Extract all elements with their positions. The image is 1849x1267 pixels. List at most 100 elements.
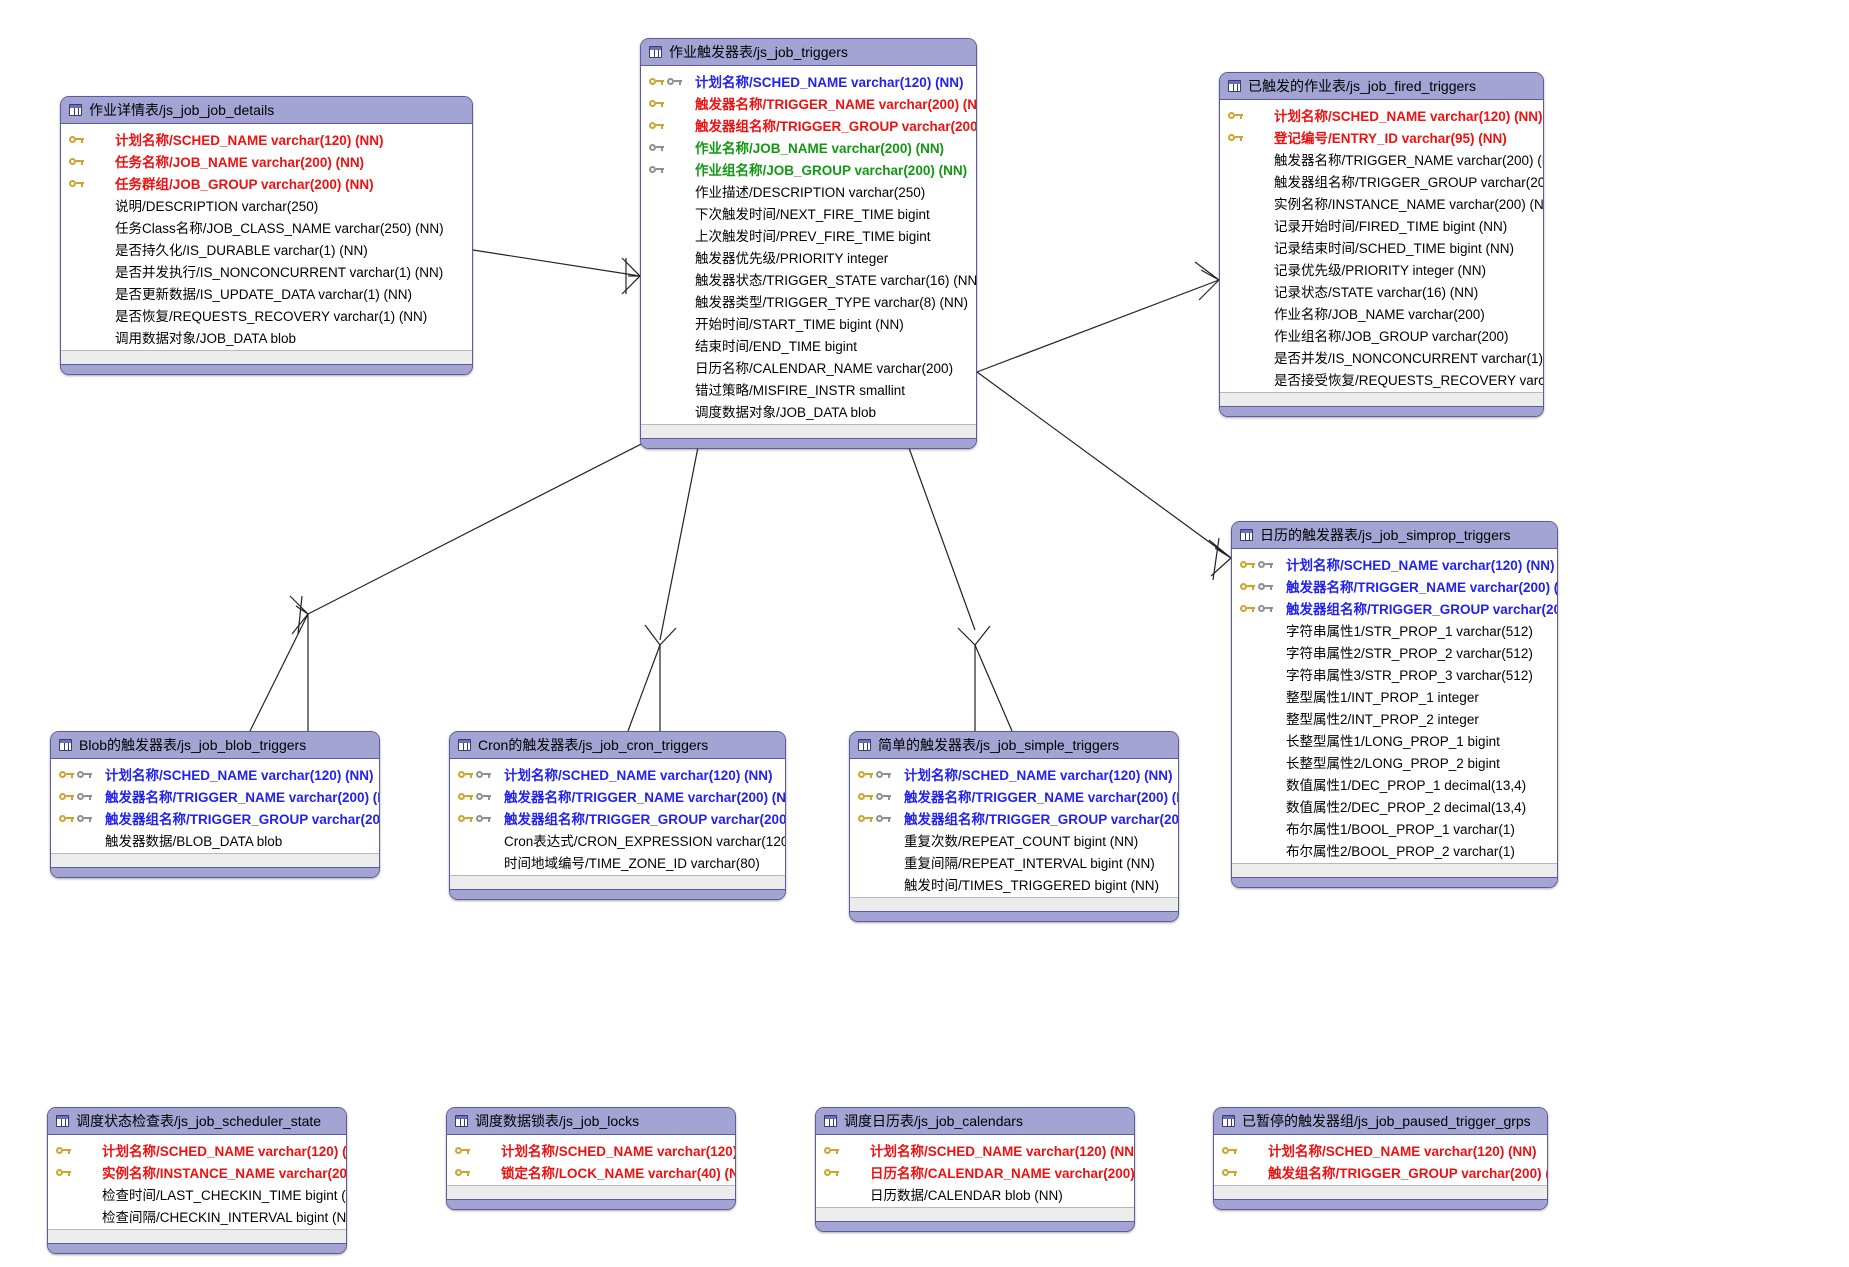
table-row[interactable]: 是否并发执行/IS_NONCONCURRENT varchar(1) (NN) bbox=[61, 260, 472, 282]
table-row[interactable]: 开始时间/START_TIME bigint (NN) bbox=[641, 312, 976, 334]
table-row[interactable]: 整型属性2/INT_PROP_2 integer bbox=[1232, 707, 1557, 729]
table-row[interactable]: 任务Class名称/JOB_CLASS_NAME varchar(250) (N… bbox=[61, 216, 472, 238]
table-row[interactable]: Cron表达式/CRON_EXPRESSION varchar(120) (NN… bbox=[450, 829, 785, 851]
table-header-cron_triggers[interactable]: Cron的触发器表/js_job_cron_triggers bbox=[450, 732, 785, 759]
table-row[interactable]: 触发时间/TIMES_TRIGGERED bigint (NN) bbox=[850, 873, 1178, 895]
table-row[interactable]: 字符串属性2/STR_PROP_2 varchar(512) bbox=[1232, 641, 1557, 663]
table-row[interactable]: 记录开始时间/FIRED_TIME bigint (NN) bbox=[1220, 214, 1543, 236]
table-row[interactable]: 调度数据对象/JOB_DATA blob bbox=[641, 400, 976, 422]
table-row[interactable]: 日历名称/CALENDAR_NAME varchar(200) (NN) bbox=[816, 1161, 1134, 1183]
table-row[interactable]: 检查时间/LAST_CHECKIN_TIME bigint (NN) bbox=[48, 1183, 346, 1205]
table-row[interactable]: 是否接受恢复/REQUESTS_RECOVERY varchar(1) bbox=[1220, 368, 1543, 390]
entity-table-simprop_triggers[interactable]: 日历的触发器表/js_job_simprop_triggers 计划名称/SCHE… bbox=[1231, 521, 1558, 888]
table-header-fired_triggers[interactable]: 已触发的作业表/js_job_fired_triggers bbox=[1220, 73, 1543, 100]
table-header-job_details[interactable]: 作业详情表/js_job_job_details bbox=[61, 97, 472, 124]
table-row[interactable]: 说明/DESCRIPTION varchar(250) bbox=[61, 194, 472, 216]
table-row[interactable]: 长整型属性2/LONG_PROP_2 bigint bbox=[1232, 751, 1557, 773]
table-row[interactable]: 计划名称/SCHED_NAME varchar(120) (NN) bbox=[61, 128, 472, 150]
table-header-simprop_triggers[interactable]: 日历的触发器表/js_job_simprop_triggers bbox=[1232, 522, 1557, 549]
table-row[interactable]: 检查间隔/CHECKIN_INTERVAL bigint (NN) bbox=[48, 1205, 346, 1227]
table-row[interactable]: 计划名称/SCHED_NAME varchar(120) (NN) bbox=[641, 70, 976, 92]
table-row[interactable]: 记录结束时间/SCHED_TIME bigint (NN) bbox=[1220, 236, 1543, 258]
table-row[interactable]: 登记编号/ENTRY_ID varchar(95) (NN) bbox=[1220, 126, 1543, 148]
table-row[interactable]: 数值属性2/DEC_PROP_2 decimal(13,4) bbox=[1232, 795, 1557, 817]
table-row[interactable]: 任务名称/JOB_NAME varchar(200) (NN) bbox=[61, 150, 472, 172]
table-row[interactable]: 锁定名称/LOCK_NAME varchar(40) (NN) bbox=[447, 1161, 735, 1183]
table-row[interactable]: 触发器名称/TRIGGER_NAME varchar(200) (NN) bbox=[51, 785, 379, 807]
table-row[interactable]: 重复间隔/REPEAT_INTERVAL bigint (NN) bbox=[850, 851, 1178, 873]
table-header-locks[interactable]: 调度数据锁表/js_job_locks bbox=[447, 1108, 735, 1135]
table-row[interactable]: 计划名称/SCHED_NAME varchar(120) (NN) bbox=[51, 763, 379, 785]
table-row[interactable]: 触发器类型/TRIGGER_TYPE varchar(8) (NN) bbox=[641, 290, 976, 312]
table-row[interactable]: 下次触发时间/NEXT_FIRE_TIME bigint bbox=[641, 202, 976, 224]
table-row[interactable]: 是否更新数据/IS_UPDATE_DATA varchar(1) (NN) bbox=[61, 282, 472, 304]
table-row[interactable]: 作业组名称/JOB_GROUP varchar(200) bbox=[1220, 324, 1543, 346]
entity-table-paused_trigger_grps[interactable]: 已暂停的触发器组/js_job_paused_trigger_grps 计划名称/… bbox=[1213, 1107, 1548, 1210]
entity-table-scheduler_state[interactable]: 调度状态检查表/js_job_scheduler_state 计划名称/SCHED… bbox=[47, 1107, 347, 1254]
table-row[interactable]: 触发器数据/BLOB_DATA blob bbox=[51, 829, 379, 851]
table-row[interactable]: 布尔属性2/BOOL_PROP_2 varchar(1) bbox=[1232, 839, 1557, 861]
table-row[interactable]: 错过策略/MISFIRE_INSTR smallint bbox=[641, 378, 976, 400]
table-row[interactable]: 触发器名称/TRIGGER_NAME varchar(200) (NN) bbox=[641, 92, 976, 114]
table-row[interactable]: 作业名称/JOB_NAME varchar(200) (NN) bbox=[641, 136, 976, 158]
table-row[interactable]: 计划名称/SCHED_NAME varchar(120) (NN) bbox=[1214, 1139, 1547, 1161]
table-row[interactable]: 整型属性1/INT_PROP_1 integer bbox=[1232, 685, 1557, 707]
table-row[interactable]: 数值属性1/DEC_PROP_1 decimal(13,4) bbox=[1232, 773, 1557, 795]
table-row[interactable]: 触发器组名称/TRIGGER_GROUP varchar(200) (NN) bbox=[450, 807, 785, 829]
table-row[interactable]: 触发器组名称/TRIGGER_GROUP varchar(200) (NN) bbox=[51, 807, 379, 829]
table-row[interactable]: 计划名称/SCHED_NAME varchar(120) (NN) bbox=[850, 763, 1178, 785]
table-header-scheduler_state[interactable]: 调度状态检查表/js_job_scheduler_state bbox=[48, 1108, 346, 1135]
table-row[interactable]: 实例名称/INSTANCE_NAME varchar(200) (NN) bbox=[48, 1161, 346, 1183]
table-row[interactable]: 布尔属性1/BOOL_PROP_1 varchar(1) bbox=[1232, 817, 1557, 839]
table-row[interactable]: 触发器组名称/TRIGGER_GROUP varchar(200) (NN) bbox=[1220, 170, 1543, 192]
table-row[interactable]: 上次触发时间/PREV_FIRE_TIME bigint bbox=[641, 224, 976, 246]
table-row[interactable]: 结束时间/END_TIME bigint bbox=[641, 334, 976, 356]
table-row[interactable]: 长整型属性1/LONG_PROP_1 bigint bbox=[1232, 729, 1557, 751]
entity-table-job_details[interactable]: 作业详情表/js_job_job_details 计划名称/SCHED_NAME … bbox=[60, 96, 473, 375]
table-row[interactable]: 作业名称/JOB_NAME varchar(200) bbox=[1220, 302, 1543, 324]
table-row[interactable]: 日历名称/CALENDAR_NAME varchar(200) bbox=[641, 356, 976, 378]
table-header-blob_triggers[interactable]: Blob的触发器表/js_job_blob_triggers bbox=[51, 732, 379, 759]
table-row[interactable]: 字符串属性3/STR_PROP_3 varchar(512) bbox=[1232, 663, 1557, 685]
table-row[interactable]: 触发器状态/TRIGGER_STATE varchar(16) (NN) bbox=[641, 268, 976, 290]
entity-table-cron_triggers[interactable]: Cron的触发器表/js_job_cron_triggers 计划名称/SCHED… bbox=[449, 731, 786, 900]
table-row[interactable]: 是否并发/IS_NONCONCURRENT varchar(1) bbox=[1220, 346, 1543, 368]
table-row[interactable]: 作业组名称/JOB_GROUP varchar(200) (NN) bbox=[641, 158, 976, 180]
table-header-triggers[interactable]: 作业触发器表/js_job_triggers bbox=[641, 39, 976, 66]
table-row[interactable]: 字符串属性1/STR_PROP_1 varchar(512) bbox=[1232, 619, 1557, 641]
entity-table-simple_triggers[interactable]: 简单的触发器表/js_job_simple_triggers 计划名称/SCHED… bbox=[849, 731, 1179, 922]
table-row[interactable]: 触发器名称/TRIGGER_NAME varchar(200) (NN) bbox=[1232, 575, 1557, 597]
table-row[interactable]: 是否持久化/IS_DURABLE varchar(1) (NN) bbox=[61, 238, 472, 260]
table-header-simple_triggers[interactable]: 简单的触发器表/js_job_simple_triggers bbox=[850, 732, 1178, 759]
table-row[interactable]: 触发器名称/TRIGGER_NAME varchar(200) (NN) bbox=[1220, 148, 1543, 170]
entity-table-triggers[interactable]: 作业触发器表/js_job_triggers 计划名称/SCHED_NAME va… bbox=[640, 38, 977, 449]
table-row[interactable]: 触发组名称/TRIGGER_GROUP varchar(200) (NN) bbox=[1214, 1161, 1547, 1183]
table-row[interactable]: 计划名称/SCHED_NAME varchar(120) (NN) bbox=[447, 1139, 735, 1161]
table-row[interactable]: 计划名称/SCHED_NAME varchar(120) (NN) bbox=[1232, 553, 1557, 575]
table-row[interactable]: 计划名称/SCHED_NAME varchar(120) (NN) bbox=[48, 1139, 346, 1161]
table-row[interactable]: 触发器名称/TRIGGER_NAME varchar(200) (NN) bbox=[450, 785, 785, 807]
table-row[interactable]: 触发器组名称/TRIGGER_GROUP varchar(200) (NN) bbox=[1232, 597, 1557, 619]
table-row[interactable]: 重复次数/REPEAT_COUNT bigint (NN) bbox=[850, 829, 1178, 851]
table-row[interactable]: 计划名称/SCHED_NAME varchar(120) (NN) bbox=[450, 763, 785, 785]
table-row[interactable]: 记录状态/STATE varchar(16) (NN) bbox=[1220, 280, 1543, 302]
entity-table-blob_triggers[interactable]: Blob的触发器表/js_job_blob_triggers 计划名称/SCHED… bbox=[50, 731, 380, 878]
table-row[interactable]: 触发器组名称/TRIGGER_GROUP varchar(200) (NN) bbox=[850, 807, 1178, 829]
table-row[interactable]: 计划名称/SCHED_NAME varchar(120) (NN) bbox=[816, 1139, 1134, 1161]
table-header-paused_trigger_grps[interactable]: 已暂停的触发器组/js_job_paused_trigger_grps bbox=[1214, 1108, 1547, 1135]
table-row[interactable]: 时间地域编号/TIME_ZONE_ID varchar(80) bbox=[450, 851, 785, 873]
table-row[interactable]: 任务群组/JOB_GROUP varchar(200) (NN) bbox=[61, 172, 472, 194]
table-row[interactable]: 触发器名称/TRIGGER_NAME varchar(200) (NN) bbox=[850, 785, 1178, 807]
table-row[interactable]: 是否恢复/REQUESTS_RECOVERY varchar(1) (NN) bbox=[61, 304, 472, 326]
table-row[interactable]: 实例名称/INSTANCE_NAME varchar(200) (NN) bbox=[1220, 192, 1543, 214]
table-header-calendars[interactable]: 调度日历表/js_job_calendars bbox=[816, 1108, 1134, 1135]
table-row[interactable]: 触发器优先级/PRIORITY integer bbox=[641, 246, 976, 268]
entity-table-locks[interactable]: 调度数据锁表/js_job_locks 计划名称/SCHED_NAME varch… bbox=[446, 1107, 736, 1210]
entity-table-calendars[interactable]: 调度日历表/js_job_calendars 计划名称/SCHED_NAME va… bbox=[815, 1107, 1135, 1232]
table-row[interactable]: 记录优先级/PRIORITY integer (NN) bbox=[1220, 258, 1543, 280]
entity-table-fired_triggers[interactable]: 已触发的作业表/js_job_fired_triggers 计划名称/SCHED_… bbox=[1219, 72, 1544, 417]
table-row[interactable]: 日历数据/CALENDAR blob (NN) bbox=[816, 1183, 1134, 1205]
table-row[interactable]: 计划名称/SCHED_NAME varchar(120) (NN) bbox=[1220, 104, 1543, 126]
table-row[interactable]: 作业描述/DESCRIPTION varchar(250) bbox=[641, 180, 976, 202]
table-row[interactable]: 触发器组名称/TRIGGER_GROUP varchar(200) (NN) bbox=[641, 114, 976, 136]
